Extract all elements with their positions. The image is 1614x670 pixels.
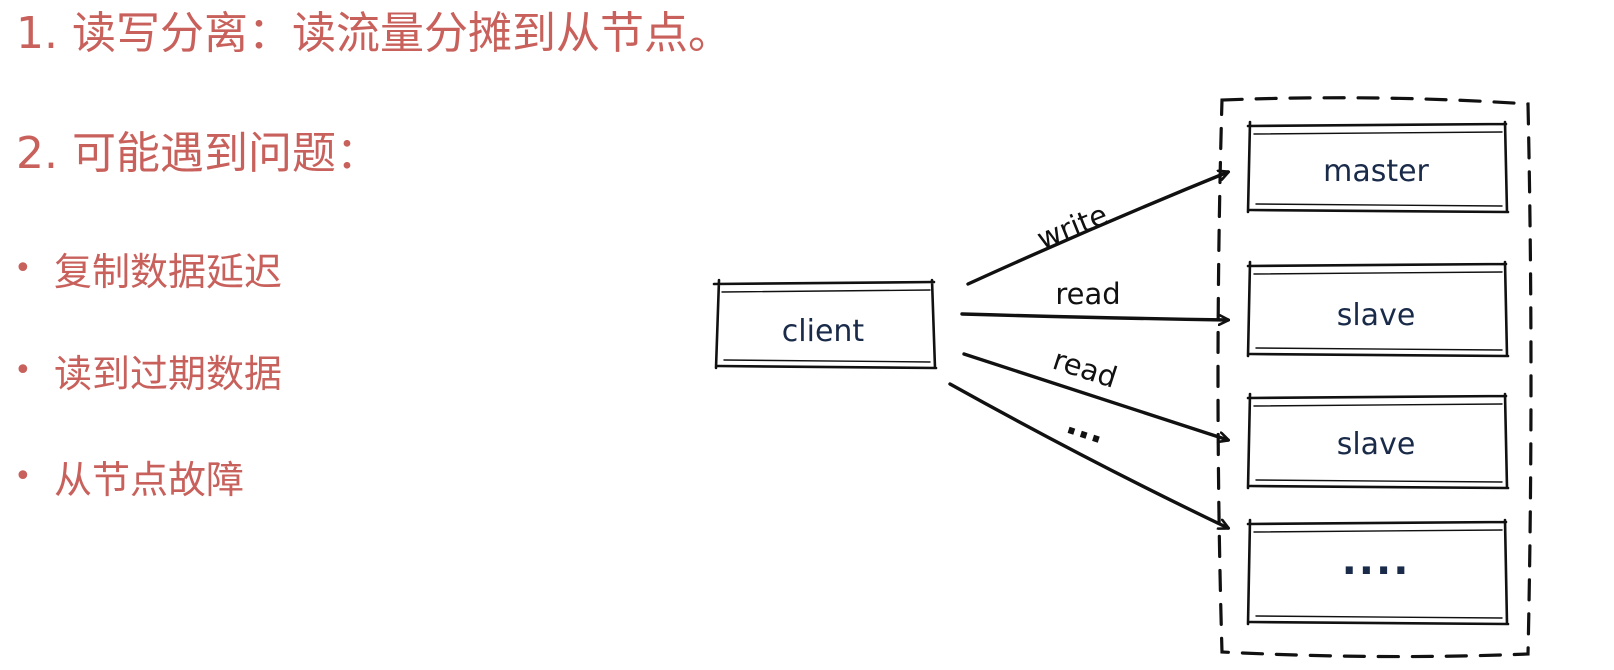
read-arrow bbox=[962, 352, 1228, 440]
list-item: • 从节点故障 bbox=[14, 446, 244, 506]
server-group-border bbox=[1216, 96, 1533, 659]
master-label: master bbox=[1323, 154, 1429, 189]
write-edge-label: write bbox=[1032, 197, 1112, 256]
bullet-icon: • bbox=[14, 458, 32, 494]
bullet-icon: • bbox=[14, 352, 32, 388]
more-arrow bbox=[948, 382, 1228, 528]
read-edge-label: read bbox=[1055, 277, 1120, 311]
slave-node: slave bbox=[1246, 392, 1510, 490]
bullet-text: 复制数据延迟 bbox=[54, 249, 283, 294]
more-edge-label: ··· bbox=[1059, 411, 1108, 461]
heading-read-write-split: 1. 读写分离：读流量分摊到从节点。 bbox=[16, 8, 732, 59]
text-panel: 1. 读写分离：读流量分摊到从节点。 2. 可能遇到问题： • 复制数据延迟 •… bbox=[0, 0, 732, 670]
client-label: client bbox=[782, 314, 865, 349]
bullet-text: 从节点故障 bbox=[54, 457, 245, 502]
client-node: client bbox=[712, 278, 938, 370]
more-node: ···· bbox=[1246, 518, 1510, 626]
slave-label: slave bbox=[1337, 298, 1416, 333]
read-arrow bbox=[960, 312, 1228, 320]
write-arrow bbox=[966, 172, 1228, 286]
more-label: ···· bbox=[1342, 548, 1411, 594]
list-item: • 读到过期数据 bbox=[14, 340, 282, 400]
master-node: master bbox=[1246, 120, 1510, 214]
bullet-icon: • bbox=[14, 250, 32, 286]
bullet-text: 读到过期数据 bbox=[54, 351, 283, 396]
list-item: • 复制数据延迟 bbox=[14, 238, 282, 298]
slave-label: slave bbox=[1337, 427, 1416, 462]
heading-possible-problems: 2. 可能遇到问题： bbox=[16, 128, 380, 179]
slave-node: slave bbox=[1246, 260, 1510, 358]
